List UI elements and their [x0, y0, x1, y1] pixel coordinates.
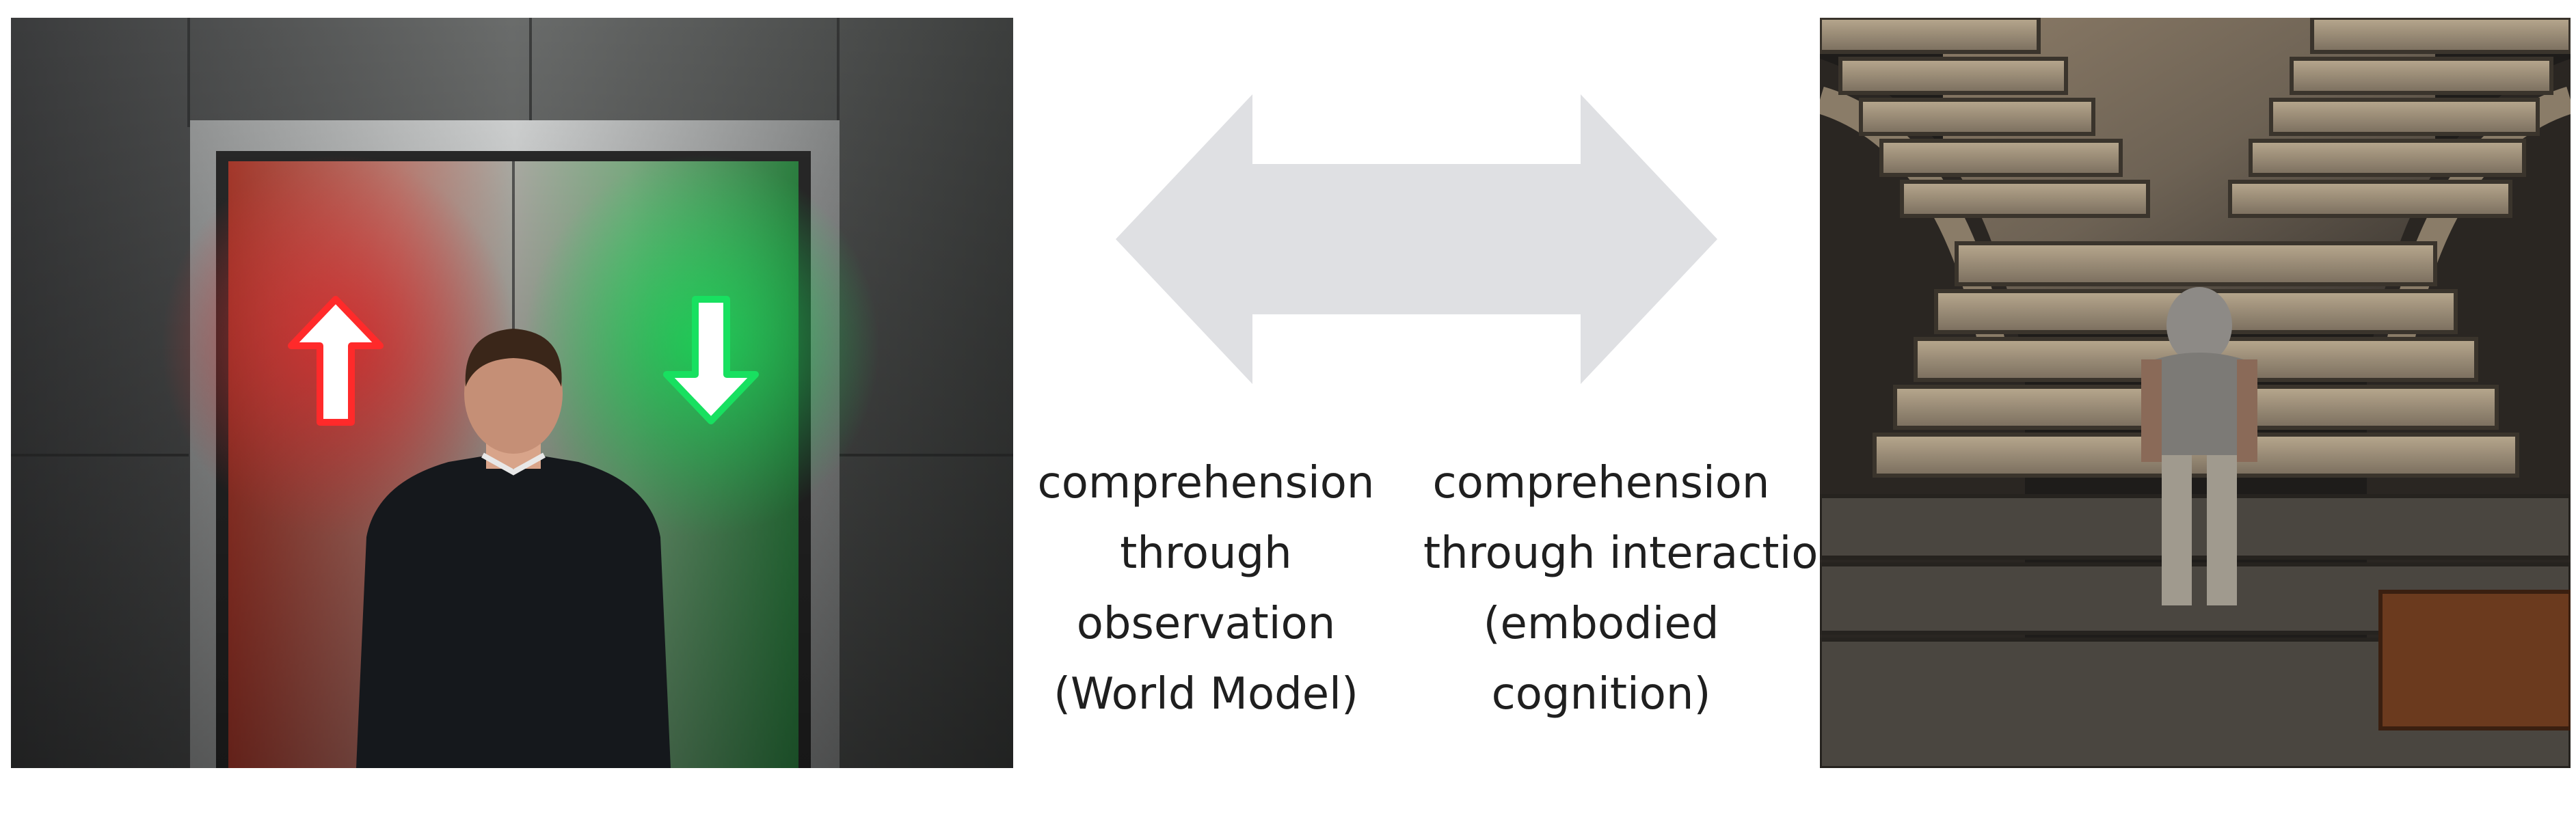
man-figure [356, 329, 671, 768]
double-headed-arrow-icon [1116, 94, 1717, 384]
caption-embodied-cognition: comprehension through interaction (embod… [1423, 448, 1846, 730]
up-arrow-icon [288, 296, 384, 426]
staircase-illustration [1820, 18, 2571, 768]
caption-line: observation [1076, 599, 1336, 649]
caption-world-model: comprehension through observation (World… [1028, 448, 1384, 730]
man-figure [2141, 287, 2257, 605]
caption-line: cognition) [1491, 669, 1711, 720]
caption-line: through interaction [1423, 528, 1846, 579]
staircase-photo [1820, 18, 2571, 768]
caption-line: (World Model) [1054, 669, 1358, 720]
caption-line: comprehension [1037, 458, 1375, 508]
caption-line: (embodied [1483, 599, 1719, 649]
down-arrow-icon [663, 296, 759, 424]
caption-line: comprehension [1432, 458, 1770, 508]
caption-line: through [1120, 528, 1292, 579]
elevator-photo [11, 18, 1013, 768]
elevator-illustration [11, 18, 1013, 768]
comparison-center: comprehension through observation (World… [1013, 18, 1846, 768]
